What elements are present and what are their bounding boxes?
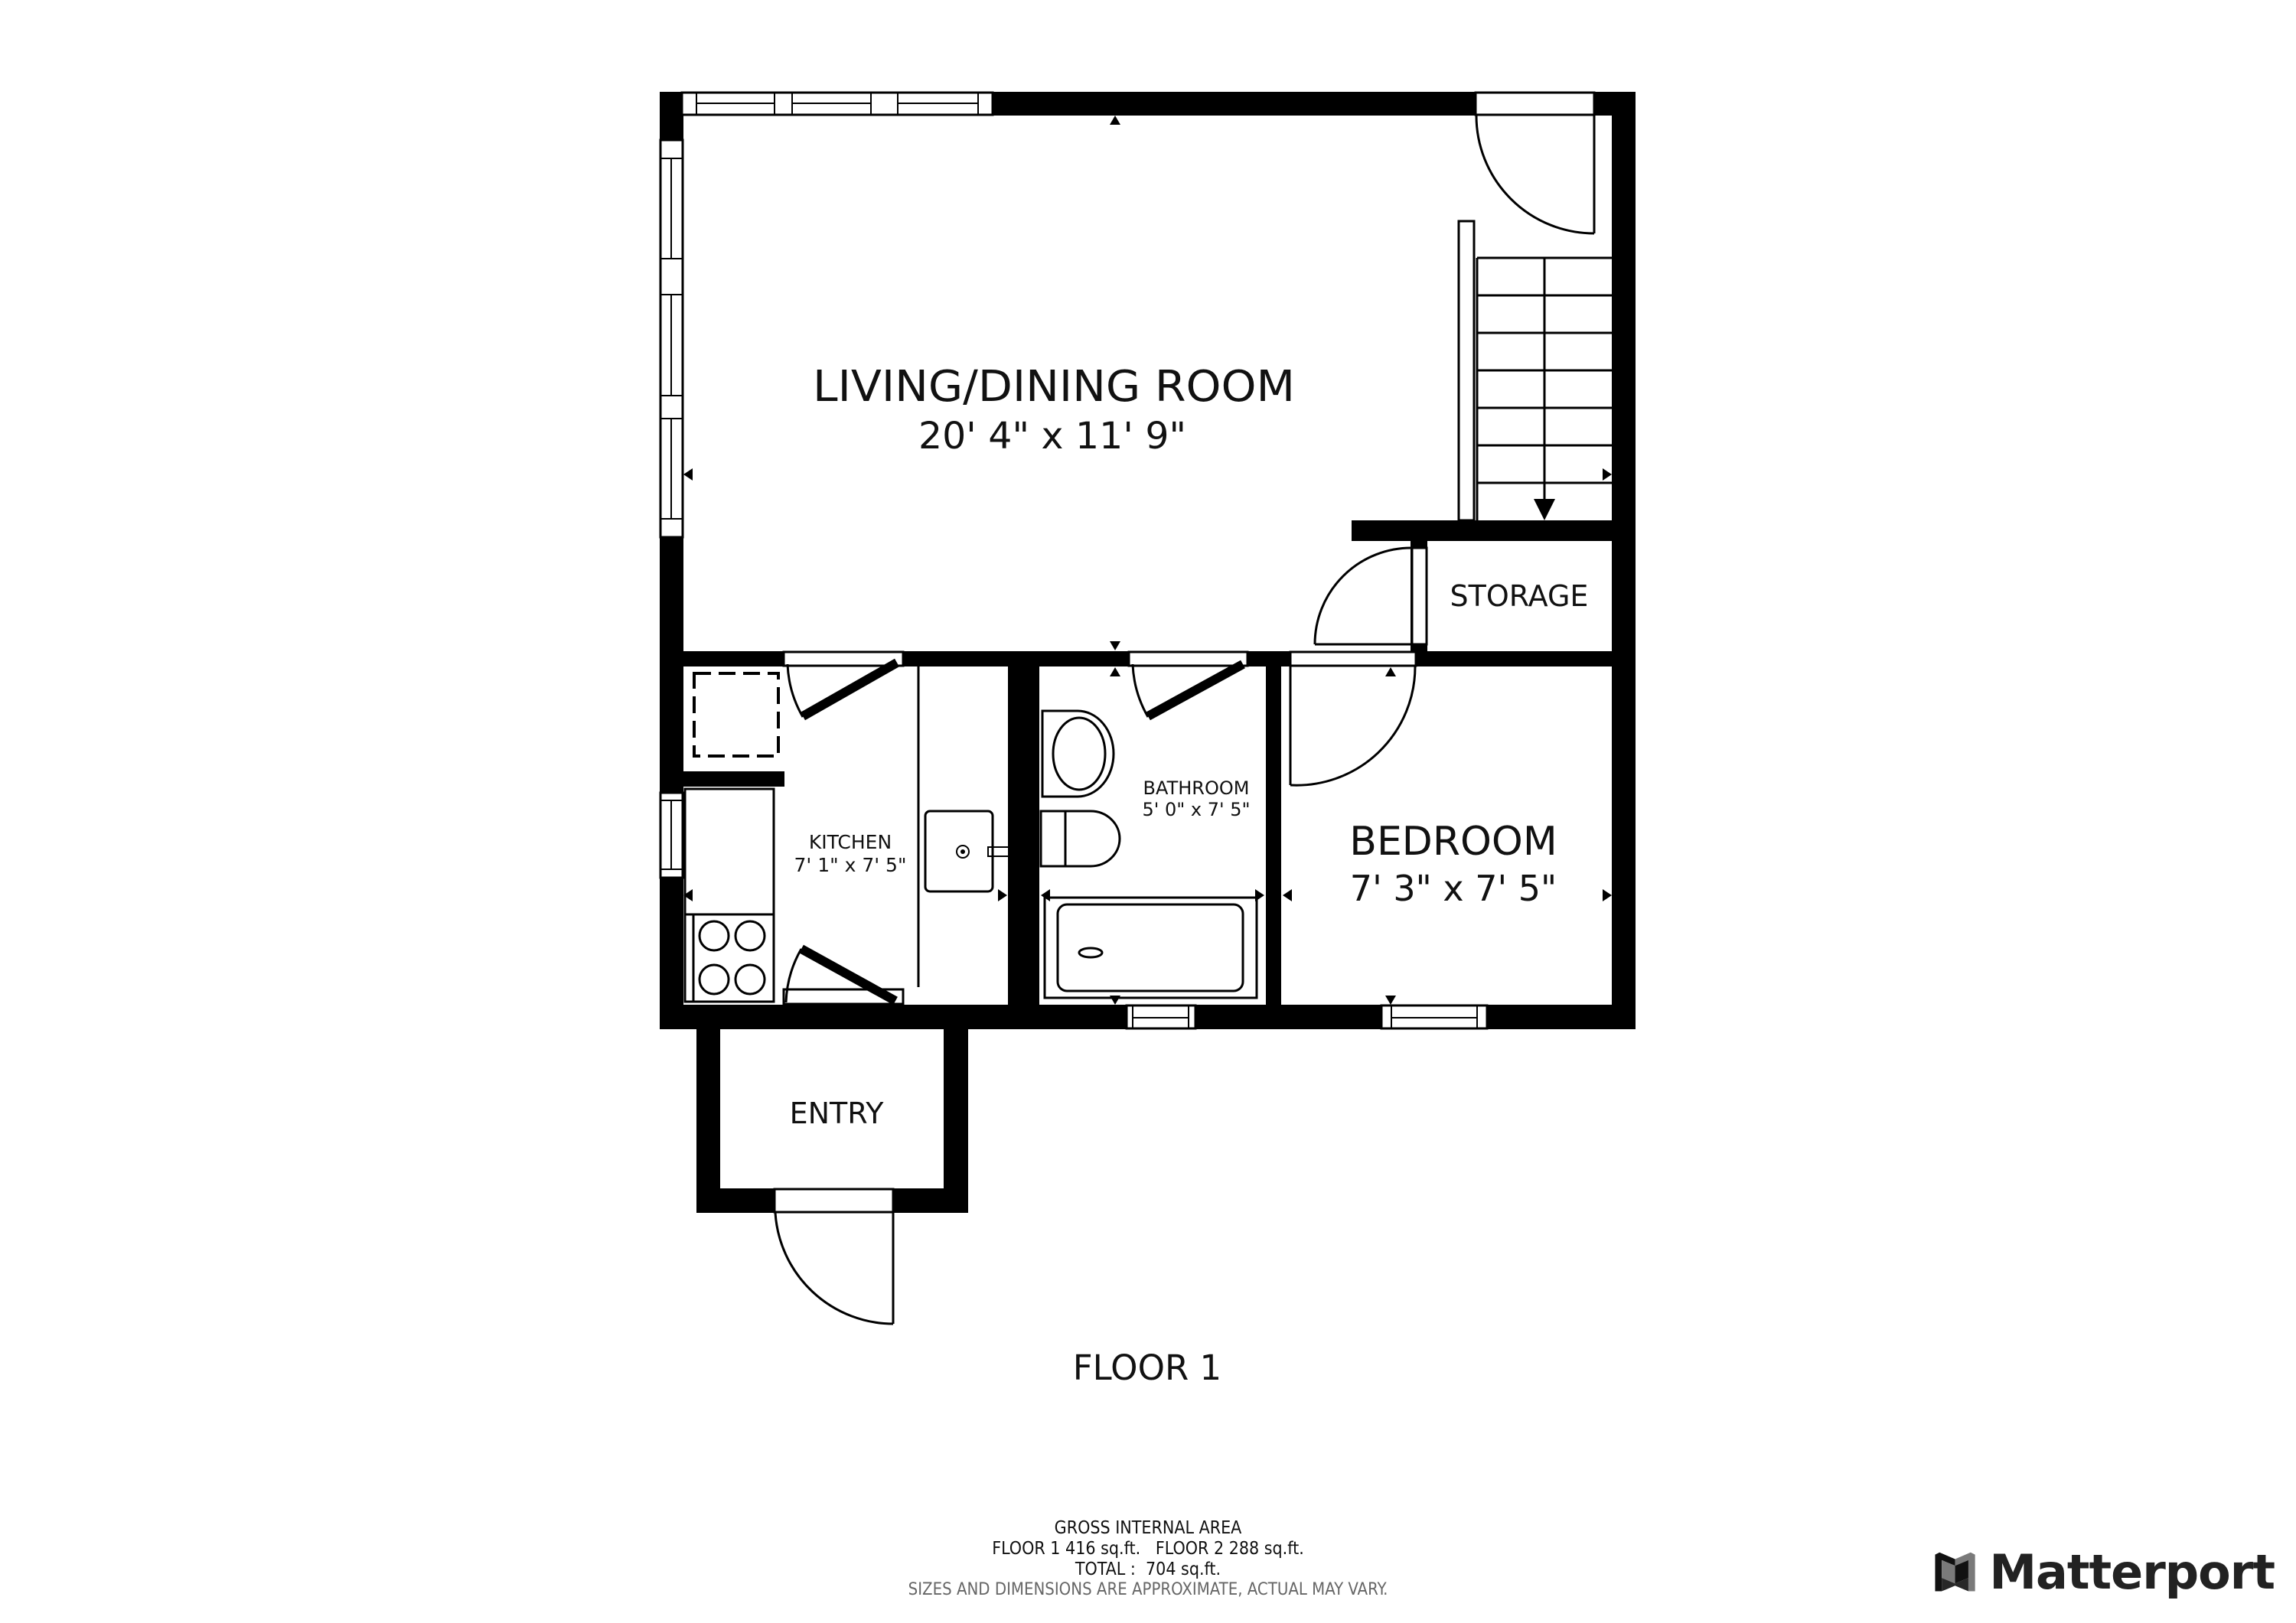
kitchen-fixtures — [683, 666, 1010, 1003]
disclaimer-text: SIZES AND DIMENSIONS ARE APPROXIMATE, AC… — [908, 1580, 1388, 1599]
room-name-bedroom: BEDROOM — [1349, 819, 1557, 865]
room-dims-bathroom: 5' 0" x 7' 5" — [1142, 799, 1250, 820]
dimension-markers — [683, 116, 1612, 1005]
sink-basin-icon — [1041, 709, 1115, 798]
area-summary: GROSS INTERNAL AREA FLOOR 1 416 sq.ft. F… — [0, 1518, 2296, 1599]
stove-burners-icon — [698, 920, 766, 996]
sink-icon — [924, 810, 994, 893]
brand-name: Matterport — [1989, 1544, 2275, 1600]
stair-direction-arrow-icon — [1534, 499, 1555, 520]
area-heading: GROSS INTERNAL AREA — [1054, 1518, 1242, 1538]
brand-logo: Matterport — [1934, 1543, 2275, 1601]
floor-label: FLOOR 1 — [1073, 1348, 1221, 1388]
area-total: TOTAL : 704 sq.ft. — [1075, 1559, 1221, 1579]
area-floors: FLOOR 1 416 sq.ft. FLOOR 2 288 sq.ft. — [992, 1539, 1304, 1559]
room-name-kitchen: KITCHEN — [809, 831, 892, 853]
room-labels: LIVING/DINING ROOM 20' 4" x 11' 9" KITCH… — [790, 362, 1589, 1388]
room-name-entry: ENTRY — [790, 1097, 885, 1130]
bathroom-fixtures — [1039, 709, 1258, 999]
room-dims-bedroom: 7' 3" x 7' 5" — [1350, 868, 1557, 909]
room-name-bathroom: BATHROOM — [1143, 777, 1250, 799]
bathtub-icon — [1043, 896, 1258, 999]
room-name-living: LIVING/DINING ROOM — [813, 362, 1295, 412]
room-dims-kitchen: 7' 1" x 7' 5" — [794, 854, 907, 876]
doors — [773, 91, 1596, 1325]
toilet-icon — [1039, 810, 1121, 868]
matterport-logo-icon — [1935, 1552, 1975, 1592]
staircase — [1457, 220, 1612, 522]
room-dims-living: 20' 4" x 11' 9" — [918, 415, 1186, 458]
windows — [659, 91, 1489, 1030]
room-name-storage: STORAGE — [1450, 579, 1589, 613]
closet-outline — [693, 672, 780, 758]
